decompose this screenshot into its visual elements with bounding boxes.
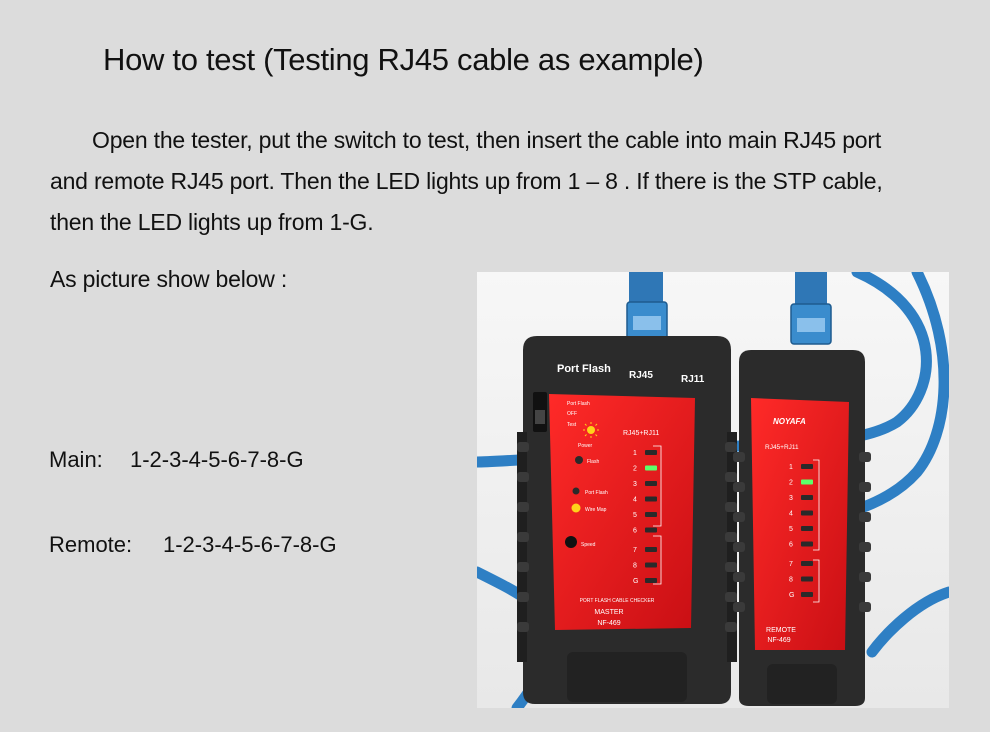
wire-map-led <box>571 503 581 513</box>
label-rj45: RJ45 <box>629 370 653 381</box>
remote-led-label-5: 5 <box>789 526 793 533</box>
remote-led-3 <box>801 495 813 500</box>
remote-led-label-8: 8 <box>789 577 793 584</box>
master-bottom-line-2: MASTER <box>594 609 623 616</box>
master-led-label-7: 7 <box>633 547 637 554</box>
master-red-panel <box>549 394 695 630</box>
main-sequence-value: 1-2-3-4-5-6-7-8-G <box>130 447 304 472</box>
master-led-G <box>645 578 657 583</box>
master-led-label-1: 1 <box>633 450 637 457</box>
remote-led-label-G: G <box>789 592 794 599</box>
port-flash-led <box>572 487 580 495</box>
remote-label: Remote: <box>49 532 133 557</box>
remote-led-label-1: 1 <box>789 464 793 471</box>
switch-label-port-flash: Port Flash <box>567 401 590 407</box>
remote-bottom-line-1: REMOTE <box>766 627 796 634</box>
rj45-plug-remote <box>790 272 832 345</box>
switch-label-off: OFF <box>567 411 577 417</box>
remote-red-panel <box>751 398 849 650</box>
remote-led-label-2: 2 <box>789 480 793 487</box>
remote-led-label-4: 4 <box>789 511 793 518</box>
remote-led-1 <box>801 464 813 469</box>
tester-photo: Port Flash RJ45 RJ11 Port Flash OFF Test… <box>477 272 949 708</box>
remote-led-5 <box>801 526 813 531</box>
remote-led-7 <box>801 561 813 566</box>
remote-led-4 <box>801 510 813 516</box>
remote-led-8 <box>801 576 813 582</box>
rj45-plug-main <box>626 272 668 341</box>
master-led-8 <box>645 562 657 568</box>
master-led-2 <box>645 465 657 471</box>
speed-button <box>565 536 577 548</box>
master-led-label-4: 4 <box>633 497 637 504</box>
picture-intro: As picture show below : <box>50 266 288 292</box>
remote-led-label-6: 6 <box>789 542 793 549</box>
remote-led-2 <box>801 479 813 485</box>
remote-bottom-line-2: NF-469 <box>767 637 790 644</box>
master-led-4 <box>645 496 657 502</box>
instruction-paragraph: Open the tester, put the switch to test,… <box>50 120 965 243</box>
master-unit: Port Flash RJ45 RJ11 Port Flash OFF Test… <box>517 336 737 704</box>
port-flash-label: Port Flash <box>585 490 608 496</box>
main-label: Main: <box>49 447 103 472</box>
remote-sequence: Remote: 1-2-3-4-5-6-7-8-G <box>49 532 337 558</box>
master-led-5 <box>645 512 657 517</box>
remote-led-label-3: 3 <box>789 495 793 502</box>
main-sequence: Main: 1-2-3-4-5-6-7-8-G <box>49 447 304 473</box>
master-led-label-G: G <box>633 578 638 585</box>
remote-unit: NOYAFA RJ45+RJ11 1 2 3 4 5 6 7 8G REMOTE NF-469 <box>733 350 871 706</box>
label-port-flash: Port Flash <box>557 363 611 375</box>
flash-led <box>575 456 583 464</box>
power-sun-icon <box>583 422 599 438</box>
remote-panel-header: RJ45+RJ11 <box>765 444 799 451</box>
remote-led-6 <box>801 541 813 547</box>
page-title: How to test (Testing RJ45 cable as examp… <box>103 42 704 77</box>
master-led-1 <box>645 450 657 455</box>
label-rj11: RJ11 <box>681 374 705 385</box>
panel-header: RJ45+RJ11 <box>623 430 659 437</box>
master-led-label-2: 2 <box>633 466 637 473</box>
remote-sequence-value: 1-2-3-4-5-6-7-8-G <box>163 532 337 557</box>
master-led-7 <box>645 547 657 552</box>
master-led-6 <box>645 527 657 533</box>
paragraph-line-1: Open the tester, put the switch to test,… <box>92 127 882 153</box>
master-bottom-line-3: NF-469 <box>597 620 620 627</box>
remote-led-G <box>801 592 813 597</box>
master-led-label-6: 6 <box>633 528 637 535</box>
master-led-label-5: 5 <box>633 512 637 519</box>
speed-label: Speed <box>581 542 596 548</box>
switch-label-test: Test <box>567 422 577 428</box>
tester-illustration: Port Flash RJ45 RJ11 Port Flash OFF Test… <box>477 272 949 708</box>
paragraph-line-3: then the LED lights up from 1-G. <box>50 209 374 235</box>
paragraph-line-2: and remote RJ45 port. Then the LED light… <box>50 168 883 194</box>
brand-logo: NOYAFA <box>773 417 806 426</box>
master-led-3 <box>645 481 657 486</box>
master-led-label-8: 8 <box>633 563 637 570</box>
remote-led-label-7: 7 <box>789 561 793 568</box>
master-led-label-3: 3 <box>633 481 637 488</box>
flash-label: Flash <box>587 459 599 465</box>
master-bottom-line-1: PORT FLASH CABLE CHECKER <box>580 598 655 604</box>
wire-map-label: Wire Map <box>585 507 607 513</box>
power-label: Power <box>578 443 593 449</box>
